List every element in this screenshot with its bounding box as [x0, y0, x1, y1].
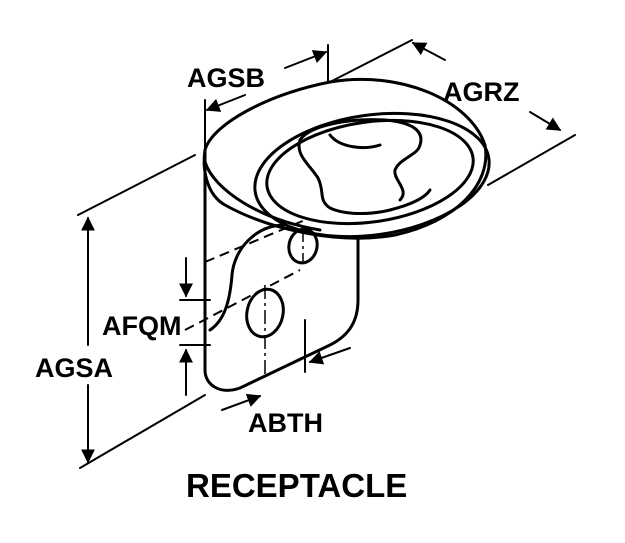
label-agrz: AGRZ — [443, 77, 520, 107]
top-flange — [202, 77, 488, 240]
socket-cam-inner — [328, 133, 382, 149]
label-afqm: AFQM — [102, 311, 181, 341]
hidden-edge-upper — [204, 219, 306, 263]
receptacle-part — [184, 77, 491, 392]
label-agsa: AGSA — [35, 353, 113, 383]
socket-outer-rim — [253, 111, 491, 239]
label-abth: ABTH — [248, 408, 323, 438]
agrz-extension-top — [329, 39, 413, 83]
hidden-edge-lower — [184, 269, 301, 331]
agsb-arrow-left — [205, 94, 246, 112]
socket-cam-upper — [298, 118, 423, 202]
agsa-extension-top — [77, 154, 196, 216]
agsb-arrow-right — [284, 50, 328, 69]
diagram-title: RECEPTACLE — [186, 467, 407, 504]
socket-inner-rim — [265, 118, 475, 226]
flange-thickness — [203, 148, 322, 232]
agrz-arrow-top — [411, 42, 446, 61]
abth-arrow-left — [308, 347, 351, 365]
agsa-extension-bottom — [79, 394, 206, 469]
abth-arrow-right — [221, 393, 262, 411]
agrz-arrow-bottom — [529, 111, 562, 131]
rivet-hole-upper — [287, 227, 319, 265]
socket-cam-lower — [297, 138, 432, 215]
mounting-leg-curve — [208, 223, 287, 332]
mounting-leg-edge — [203, 160, 360, 392]
agrz-extension-bottom — [487, 134, 576, 186]
dimension-lines — [77, 39, 576, 469]
dimension-labels: AGSB AGRZ AFQM AGSA ABTH RECEPTACLE — [35, 63, 520, 504]
label-agsb: AGSB — [187, 63, 265, 93]
rivet-hole-lower — [245, 287, 285, 339]
